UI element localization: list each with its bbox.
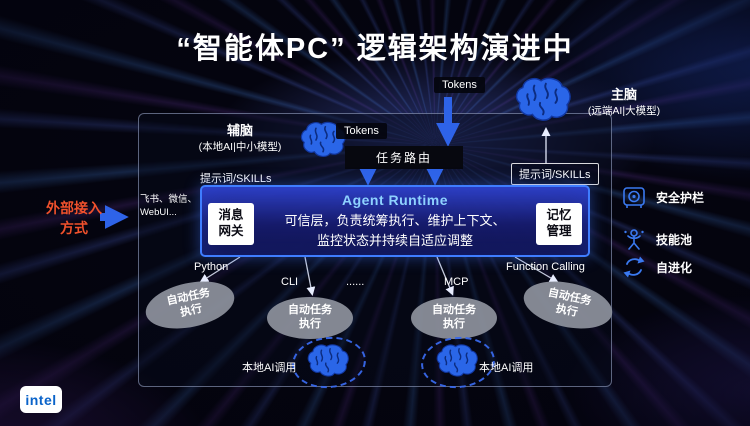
auto-task-ellipse-3: 自动任务 执行 bbox=[411, 297, 497, 339]
agent-runtime-desc-line2: 监控状态并持续自适应调整 bbox=[316, 232, 473, 248]
auto-task-3-line2: 执行 bbox=[443, 318, 465, 330]
aux-brain-title: 辅脑 bbox=[226, 123, 253, 138]
main-brain-label: 主脑 (远端AI|大模型) bbox=[578, 86, 670, 118]
feature-self-evolution: 自进化 bbox=[621, 254, 692, 280]
feature-safety-label: 安全护栏 bbox=[656, 190, 705, 205]
agent-runtime-description: 可信层，负责统筹执行、维护上下文、 监控状态并持续自适应调整 bbox=[202, 211, 588, 250]
task-router-box: 任务路由 bbox=[345, 146, 463, 169]
main-brain-subtitle: (远端AI|大模型) bbox=[587, 104, 661, 117]
tokens-label-aux: Tokens bbox=[336, 123, 387, 139]
skills-icon bbox=[624, 229, 644, 250]
connector-python-label: Python bbox=[194, 261, 229, 273]
self-evolve-icon bbox=[623, 256, 645, 278]
feature-self-evolution-label: 自进化 bbox=[656, 260, 693, 275]
external-channels-label: 飞书、微信、WebUI... bbox=[140, 194, 198, 219]
external-access-line1: 外部接入 bbox=[46, 200, 102, 216]
connector-more-label: ...... bbox=[346, 276, 365, 288]
local-ai-call-label-1: 本地AI调用 bbox=[242, 362, 297, 374]
aux-brain-subtitle: (本地AI|中小模型) bbox=[198, 140, 282, 153]
auto-task-2-line1: 自动任务 bbox=[288, 304, 332, 317]
connector-function-calling-label: Function Calling bbox=[506, 261, 585, 273]
main-brain-title: 主脑 bbox=[610, 87, 637, 102]
prompt-skills-right-box: 提示词/SKILLs bbox=[511, 163, 599, 185]
external-access-label: 外部接入 方式 bbox=[38, 199, 110, 238]
memory-management-box: 记忆 管理 bbox=[536, 203, 582, 245]
agent-runtime-title: Agent Runtime bbox=[341, 192, 449, 208]
prompt-skills-left-label: 提示词/SKILLs bbox=[200, 173, 272, 185]
message-gateway-line1: 消息 bbox=[218, 208, 244, 223]
message-gateway-line2: 网关 bbox=[218, 224, 244, 238]
agent-runtime-desc-line1: 可信层，负责统筹执行、维护上下文、 bbox=[284, 213, 506, 228]
connector-cli-label: CLI bbox=[281, 276, 299, 288]
auto-task-ellipse-2: 自动任务 执行 bbox=[267, 297, 353, 339]
local-brain-icon-2 bbox=[434, 343, 480, 379]
memory-management-line1: 记忆 bbox=[546, 208, 572, 223]
intel-logo: intel bbox=[20, 386, 62, 413]
auto-task-1-line2: 执行 bbox=[179, 302, 204, 320]
auto-task-2-line2: 执行 bbox=[299, 318, 321, 330]
feature-skill-pool: 技能池 bbox=[621, 226, 692, 252]
local-brain-icon-1 bbox=[305, 343, 351, 379]
agent-runtime-box: Agent Runtime 可信层，负责统筹执行、维护上下文、 监控状态并持续自… bbox=[200, 185, 590, 257]
message-gateway-box: 消息 网关 bbox=[208, 203, 254, 245]
feature-safety: 安全护栏 bbox=[621, 184, 704, 210]
safe-icon bbox=[623, 187, 645, 208]
memory-management-line2: 管理 bbox=[546, 224, 572, 238]
feature-skill-pool-label: 技能池 bbox=[656, 232, 693, 247]
connector-mcp-label: MCP bbox=[444, 276, 469, 288]
auto-task-3-line1: 自动任务 bbox=[432, 304, 476, 317]
main-brain-icon bbox=[512, 76, 574, 124]
external-access-line2: 方式 bbox=[60, 219, 88, 236]
local-ai-call-label-2: 本地AI调用 bbox=[479, 362, 534, 374]
tokens-label-top: Tokens bbox=[434, 77, 485, 93]
page-title: “智能体PC” 逻辑架构演进中 bbox=[176, 33, 574, 65]
aux-brain-label: 辅脑 (本地AI|中小模型) bbox=[184, 122, 296, 154]
